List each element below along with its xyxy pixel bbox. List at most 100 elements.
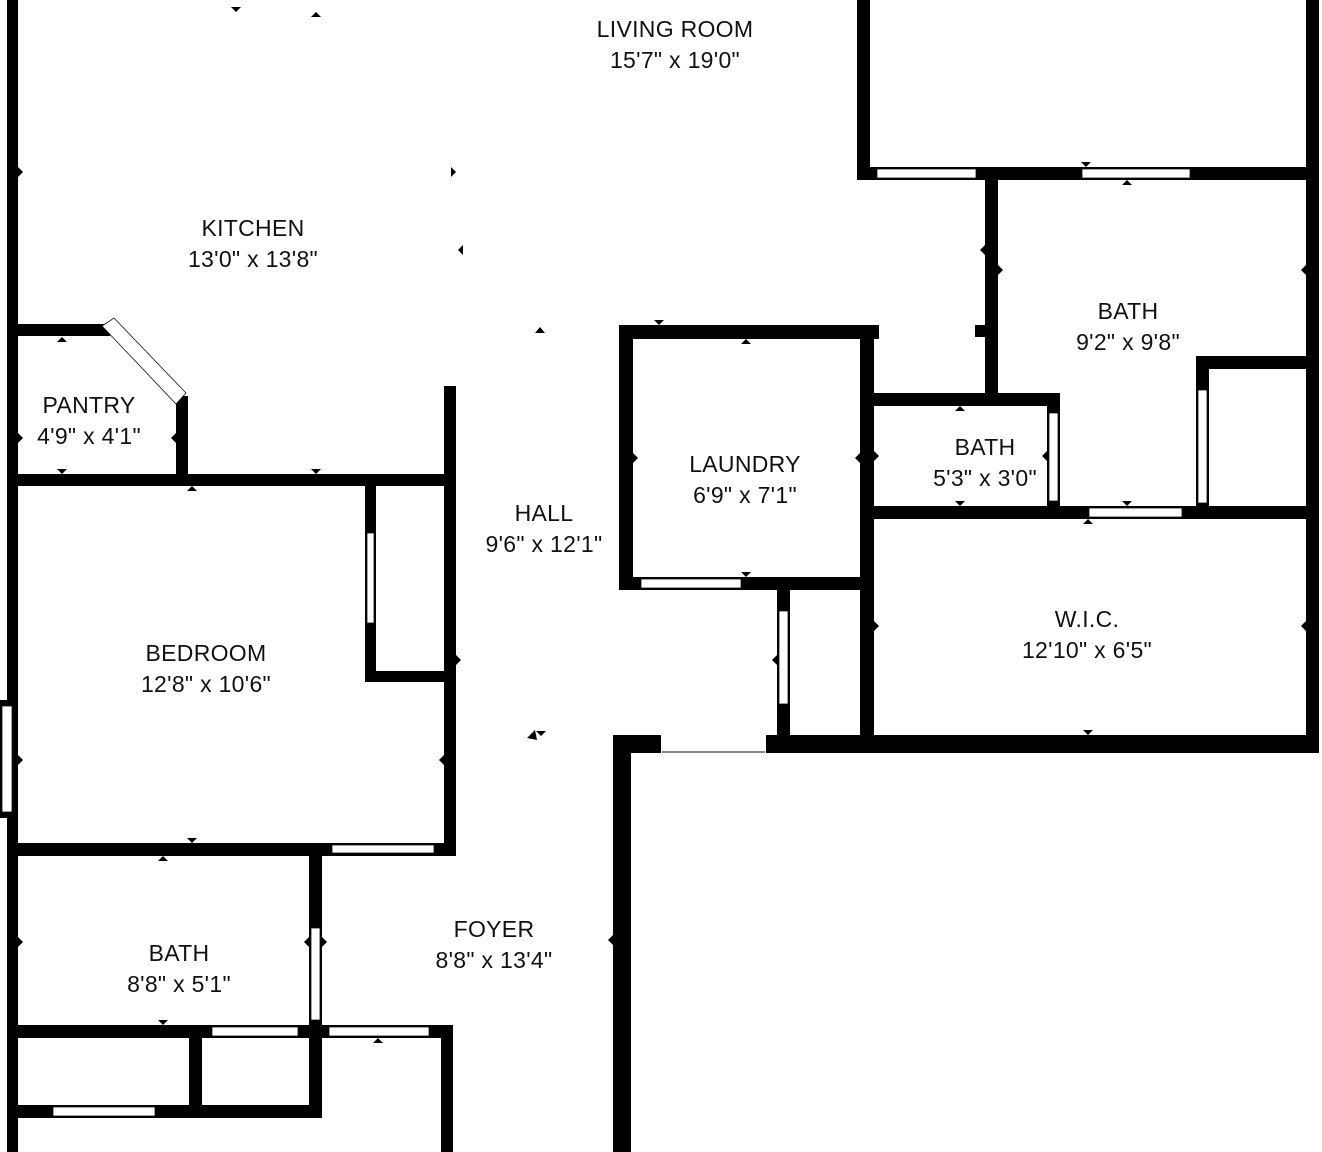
room-bedroom: BEDROOM 12'8" x 10'6" <box>86 638 326 700</box>
hall-closet-door-opening <box>778 610 789 705</box>
marker <box>527 730 537 740</box>
marker <box>1301 621 1306 631</box>
room-dimensions: 12'8" x 10'6" <box>140 671 272 697</box>
lower-closet-door-opening-2 <box>52 1106 156 1117</box>
lower-closet-door-opening <box>211 1026 299 1037</box>
room-dimensions: 9'2" x 9'8" <box>1076 329 1180 355</box>
room-name: LIVING ROOM <box>596 16 754 42</box>
wall-living-right <box>857 0 870 180</box>
wall-left-outer <box>7 0 18 1152</box>
wall-closet-bottom <box>365 671 455 682</box>
marker <box>874 621 879 631</box>
marker <box>654 320 664 325</box>
master-closet-door-opening <box>1197 389 1208 504</box>
room-bath-master: BATH 9'2" x 9'8" <box>1008 296 1248 358</box>
room-laundry: LAUNDRY 6'9" x 7'1" <box>625 449 865 511</box>
wall-pantry-bedroom <box>7 474 455 486</box>
wall-bedroom-right <box>444 386 456 856</box>
laundry-door-opening <box>640 578 742 589</box>
room-dimensions: 15'7" x 19'0" <box>609 47 741 73</box>
marker <box>373 1038 383 1043</box>
marker <box>955 501 965 506</box>
room-name: BATH <box>954 434 1016 460</box>
openings <box>1 168 1208 1117</box>
marker <box>171 433 176 443</box>
room-name: BEDROOM <box>145 640 267 666</box>
marker <box>1050 393 1060 398</box>
room-bath-small: BATH 5'3" x 3'0" <box>865 432 1105 494</box>
bedroom-door-opening <box>331 844 435 854</box>
wall-master-closet-top <box>1196 356 1319 369</box>
room-hall: HALL 9'6" x 12'1" <box>424 498 664 560</box>
marker <box>158 1020 168 1025</box>
room-name: BATH <box>1097 298 1159 324</box>
entry-door-opening <box>662 735 765 753</box>
room-name: HALL <box>514 500 574 526</box>
marker <box>955 406 965 411</box>
room-name: BATH <box>148 940 210 966</box>
marker <box>536 731 546 736</box>
room-dimensions: 13'0" x 13'8" <box>187 246 319 272</box>
room-dimensions: 8'8" x 13'4" <box>435 947 553 973</box>
room-name: W.I.C. <box>1054 606 1120 632</box>
marker <box>304 937 309 947</box>
wall-lower-closet-divider <box>189 1025 202 1115</box>
wall-wic-bottom <box>766 735 1314 753</box>
marker <box>18 937 23 947</box>
room-dimensions: 4'9" x 4'1" <box>37 423 141 449</box>
wall-master-bath-left <box>985 167 998 404</box>
room-bath-lower: BATH 8'8" x 5'1" <box>59 938 299 1000</box>
room-name: KITCHEN <box>201 215 305 241</box>
room-dimensions: 12'10" x 6'5" <box>1021 637 1153 663</box>
wall-pantry-top <box>7 324 110 336</box>
wall-master-bath-stub <box>975 325 998 337</box>
marker <box>18 433 23 443</box>
lower-bath-door-opening <box>310 927 321 1021</box>
wall-foyer-right <box>613 735 631 1152</box>
room-dimensions: 5'3" x 3'0" <box>933 465 1037 491</box>
room-foyer: FOYER 8'8" x 13'4" <box>374 914 614 976</box>
marker <box>1042 451 1047 461</box>
living-door-opening <box>876 168 977 179</box>
marker <box>18 167 23 177</box>
marker <box>855 453 860 463</box>
master-bath-window-opening <box>1081 168 1191 179</box>
marker <box>980 245 985 255</box>
wall-small-bath-top <box>860 393 1060 406</box>
small-bath-door-opening <box>1048 412 1059 502</box>
room-wic: W.I.C. 12'10" x 6'5" <box>967 604 1207 666</box>
marker <box>608 935 613 945</box>
marker <box>741 339 751 344</box>
marker <box>458 245 463 255</box>
marker <box>322 937 327 947</box>
marker <box>874 451 879 461</box>
marker <box>1301 265 1306 275</box>
wall-right-lower <box>1306 356 1319 753</box>
wall-foyer-top-left <box>613 735 661 753</box>
marker <box>311 12 321 17</box>
room-name: PANTRY <box>42 392 136 418</box>
marker <box>1122 180 1132 185</box>
marker <box>187 838 197 843</box>
dimension-markers <box>18 7 1306 1043</box>
marker <box>1122 501 1132 506</box>
room-pantry: PANTRY 4'9" x 4'1" <box>0 390 209 452</box>
wall-pantry-right <box>176 396 188 484</box>
wall-master-bath-right <box>1306 167 1319 367</box>
room-name: LAUNDRY <box>689 451 801 477</box>
room-kitchen: KITCHEN 13'0" x 13'8" <box>133 213 373 275</box>
marker <box>772 655 777 665</box>
window-opening-left <box>1 705 13 813</box>
foyer-closet-door-opening <box>328 1026 430 1037</box>
marker <box>1083 730 1093 735</box>
marker <box>451 167 456 177</box>
wall-foyer-left-lower <box>441 1025 453 1152</box>
wall-right-upper <box>1306 0 1319 180</box>
marker <box>231 7 241 12</box>
room-dimensions: 9'6" x 12'1" <box>485 531 603 557</box>
room-dimensions: 8'8" x 5'1" <box>127 971 231 997</box>
marker <box>158 856 168 861</box>
